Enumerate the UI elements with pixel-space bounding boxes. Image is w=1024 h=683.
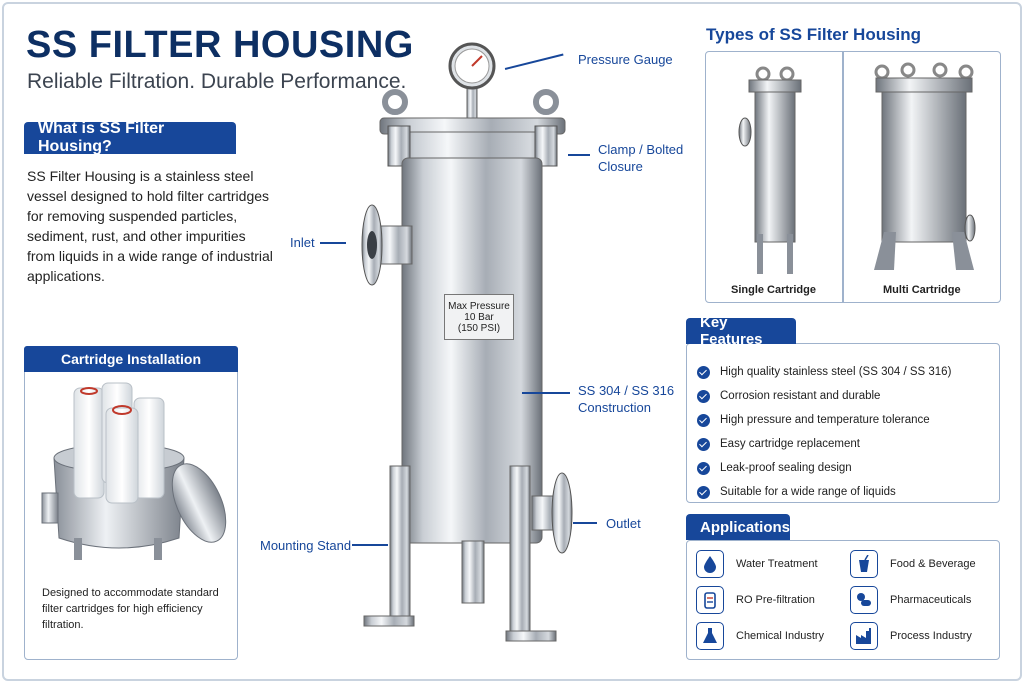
check-icon	[697, 437, 710, 451]
application-label: RO Pre-filtration	[736, 594, 815, 606]
page-title: SS FILTER HOUSING	[26, 24, 414, 66]
feature-item: Suitable for a wide range of liquids	[697, 480, 951, 504]
types-divider	[842, 52, 844, 302]
feature-text: Easy cartridge replacement	[720, 438, 860, 450]
feature-text: High pressure and temperature tolerance	[720, 414, 930, 426]
filter-icon	[696, 586, 724, 614]
mounting-stand-label: Mounting Stand	[260, 538, 352, 553]
feature-text: Leak-proof sealing design	[720, 462, 852, 474]
applications-panel	[686, 540, 1000, 660]
construction-label-line-1: SS 304 / SS 316	[578, 383, 675, 398]
feature-item: High pressure and temperature tolerance	[697, 408, 951, 432]
application-item: Chemical Industry	[696, 622, 824, 650]
capsule-icon	[850, 586, 878, 614]
factory-icon	[850, 622, 878, 650]
application-item: Process Industry	[850, 622, 972, 650]
multi-cartridge-image	[874, 62, 976, 270]
clamp-line	[568, 154, 590, 156]
construction-label-line-2: Construction	[578, 400, 651, 415]
inlet-label: Inlet	[290, 235, 315, 250]
feature-item: High quality stainless steel (SS 304 / S…	[697, 360, 951, 384]
single-cartridge-image	[738, 66, 802, 274]
feature-text: High quality stainless steel (SS 304 / S…	[720, 366, 952, 378]
mounting-stand-line	[352, 544, 388, 546]
check-icon	[697, 389, 710, 403]
construction-line	[522, 392, 570, 394]
what-is-heading: What is SS Filter Housing?	[24, 120, 236, 155]
badge-line-3: (150 PSI)	[457, 323, 501, 334]
cartridge-installation-description: Designed to accommodate standard filter …	[42, 587, 219, 631]
outlet-line	[573, 522, 597, 524]
check-icon	[697, 485, 710, 499]
check-icon	[697, 365, 710, 379]
application-item: Pharmaceuticals	[850, 586, 971, 614]
check-icon	[697, 413, 710, 427]
max-pressure-badge: Max Pressure 10 Bar (150 PSI)	[444, 294, 514, 340]
single-cartridge-label: Single Cartridge	[731, 284, 816, 296]
application-label: Water Treatment	[736, 558, 818, 570]
feature-item: Leak-proof sealing design	[697, 456, 951, 480]
applications-heading: Applications	[686, 514, 790, 540]
water-drop-icon	[696, 550, 724, 578]
feature-item: Corrosion resistant and durable	[697, 384, 951, 408]
feature-text: Suitable for a wide range of liquids	[720, 486, 896, 498]
application-item: Food & Beverage	[850, 550, 976, 578]
check-icon	[697, 461, 710, 475]
outlet-label: Outlet	[606, 516, 641, 531]
feature-item: Easy cartridge replacement	[697, 432, 951, 456]
badge-line-2: 10 Bar	[464, 312, 494, 323]
key-features-panel	[686, 343, 1000, 503]
application-item: RO Pre-filtration	[696, 586, 815, 614]
badge-line-1: Max Pressure	[448, 301, 510, 312]
application-label: Food & Beverage	[890, 558, 976, 570]
multi-cartridge-label: Multi Cartridge	[883, 284, 961, 296]
flask-icon	[696, 622, 724, 650]
clamp-label: Clamp / Bolted Closure	[598, 141, 683, 175]
key-features-heading: Key Features	[686, 314, 796, 348]
clamp-label-line-1: Clamp / Bolted	[598, 142, 684, 157]
feature-text: Corrosion resistant and durable	[720, 390, 881, 402]
inlet-line	[320, 242, 346, 244]
clamp-label-line-2: Closure	[598, 159, 643, 174]
cartridge-installation-heading: Cartridge Installation	[24, 346, 238, 372]
cup-icon	[850, 550, 878, 578]
page-subtitle: Reliable Filtration. Durable Performance…	[27, 70, 407, 93]
application-label: Process Industry	[890, 630, 972, 642]
types-panel	[705, 51, 1001, 303]
what-is-description: SS Filter Housing is a stainless steel v…	[27, 168, 273, 284]
cartridge-installation-image	[41, 382, 227, 560]
types-heading: Types of SS Filter Housing	[706, 25, 922, 44]
pressure-gauge-label: Pressure Gauge	[578, 52, 673, 67]
filter-housing-illustration	[361, 42, 573, 642]
key-features-list: High quality stainless steel (SS 304 / S…	[697, 360, 951, 504]
application-label: Chemical Industry	[736, 630, 825, 642]
application-label: Pharmaceuticals	[890, 594, 972, 606]
application-item: Water Treatment	[696, 550, 818, 578]
construction-label: SS 304 / SS 316 Construction	[578, 382, 674, 416]
